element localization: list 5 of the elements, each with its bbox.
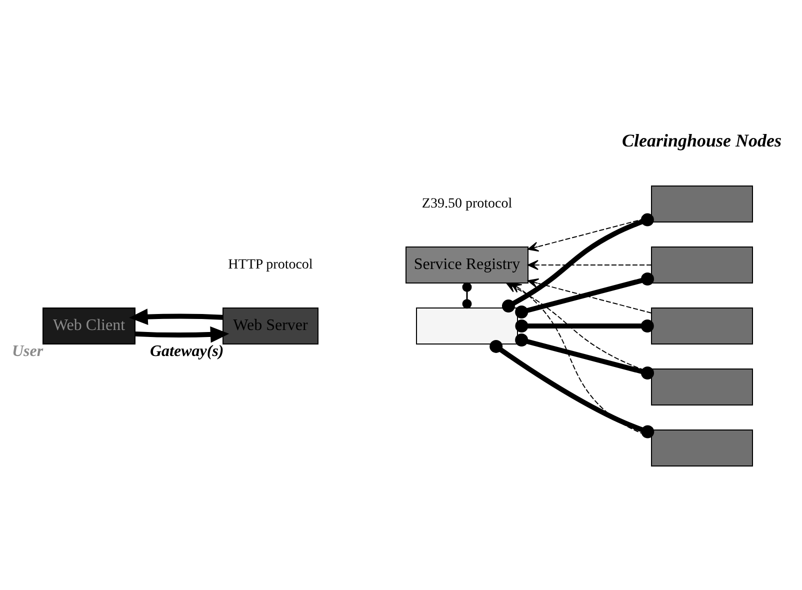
label: HTTP protocol (228, 257, 313, 272)
node-label: User (12, 342, 44, 360)
node-label: Gateway(s) (150, 342, 224, 360)
label: Z39.50 protocol (422, 196, 512, 212)
label: Clearinghouse Nodes (622, 130, 782, 150)
